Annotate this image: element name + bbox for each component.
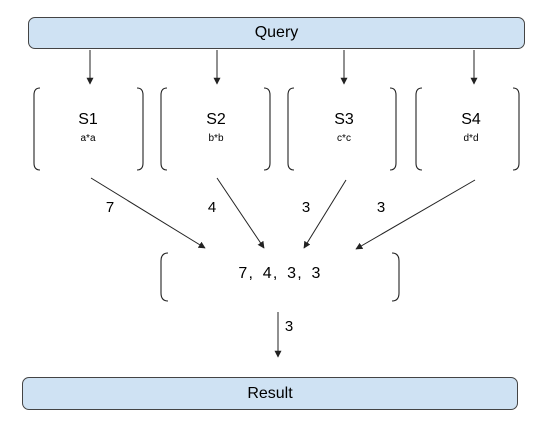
arrow-s4-to-combined bbox=[355, 179, 476, 250]
edge-label-result: 3 bbox=[284, 318, 294, 335]
shard-s2-expr: b*b bbox=[208, 133, 224, 144]
s1-bracket-left bbox=[33, 87, 41, 171]
result-label: Result bbox=[247, 384, 293, 402]
shard-s4-name: S4 bbox=[461, 111, 481, 128]
shard-s3-expr: c*c bbox=[337, 133, 351, 144]
edge-label-s3: 3 bbox=[301, 199, 311, 216]
s1-bracket-right bbox=[136, 87, 144, 171]
shard-s1-name: S1 bbox=[78, 111, 98, 128]
s3-bracket-right bbox=[389, 87, 397, 171]
edge-label-s2: 4 bbox=[207, 199, 217, 216]
shard-s3-name: S3 bbox=[334, 111, 354, 128]
query-node: Query bbox=[28, 17, 525, 49]
combined-bracket-left bbox=[160, 252, 169, 302]
edge-label-s1: 7 bbox=[105, 199, 115, 216]
edge-label-s4: 3 bbox=[376, 199, 386, 216]
s2-bracket-left bbox=[160, 87, 168, 171]
s3-bracket-left bbox=[287, 87, 295, 171]
arrow-s2-to-combined bbox=[216, 177, 265, 249]
s4-bracket-left bbox=[415, 87, 423, 171]
result-node: Result bbox=[22, 377, 518, 410]
combined-values: 7, 4, 3, 3 bbox=[238, 265, 322, 282]
s4-bracket-right bbox=[512, 87, 520, 171]
shard-s2-name: S2 bbox=[206, 111, 226, 128]
query-label: Query bbox=[254, 24, 299, 41]
combined-bracket-right bbox=[391, 252, 400, 302]
shard-s4-expr: d*d bbox=[463, 133, 479, 144]
arrow-s3-to-combined bbox=[303, 179, 347, 249]
s2-bracket-right bbox=[263, 87, 271, 171]
shard-s1-expr: a*a bbox=[80, 133, 96, 144]
arrow-s1-to-combined bbox=[90, 177, 206, 249]
